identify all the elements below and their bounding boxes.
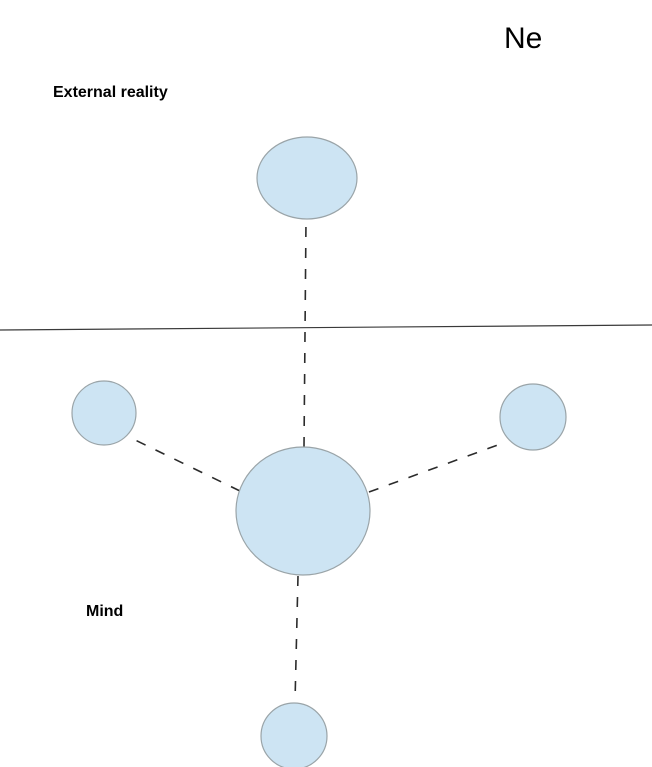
corner-title: Ne xyxy=(504,22,543,55)
bottom-satellite-node[interactable] xyxy=(260,702,328,767)
reality-mind-boundary-line xyxy=(0,324,652,331)
connector-center-to-right xyxy=(368,441,507,493)
external-reality-node[interactable] xyxy=(256,136,358,220)
left-satellite-node[interactable] xyxy=(71,380,137,446)
connector-center-to-left xyxy=(130,437,241,492)
central-mind-node[interactable] xyxy=(235,446,371,576)
connector-center-to-bottom xyxy=(294,575,299,703)
right-satellite-node[interactable] xyxy=(499,383,567,451)
connector-center-to-top xyxy=(303,219,307,448)
mind-label: Mind xyxy=(86,603,124,620)
external-reality-label: External reality xyxy=(53,84,168,101)
